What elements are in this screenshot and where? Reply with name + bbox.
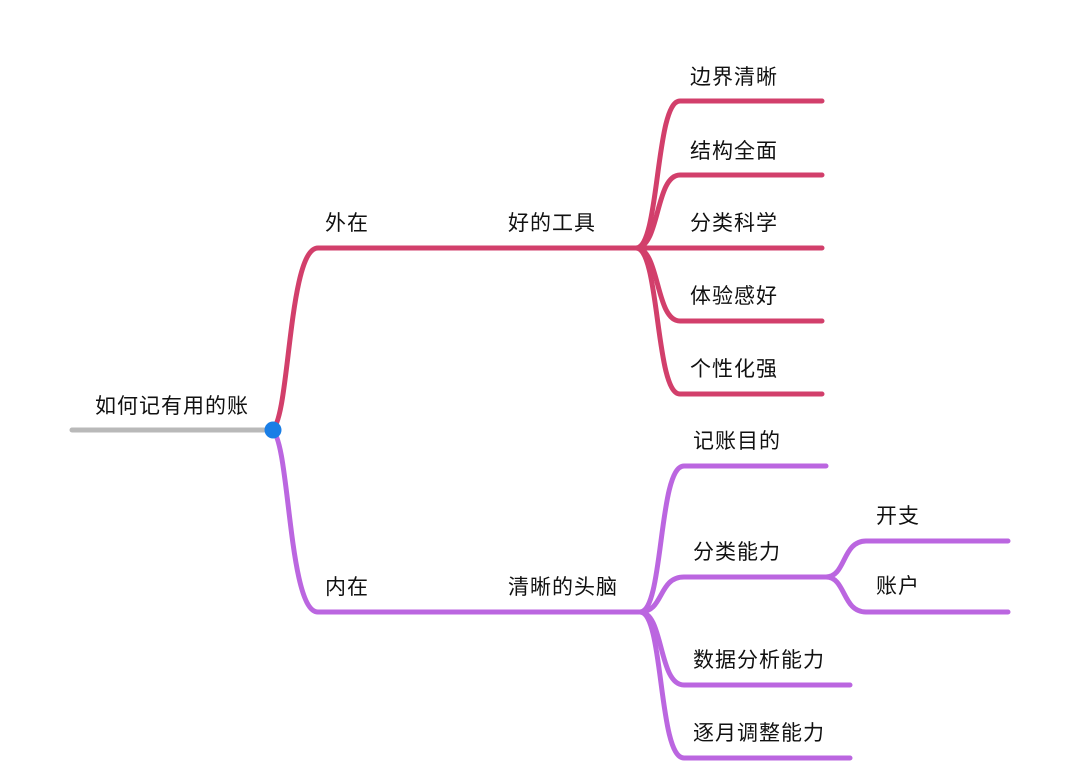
outer-connector [269,245,639,433]
outer-leaf-1[interactable]: 边界清晰 [690,65,778,89]
outer-leaf-connector-5 [633,245,825,397]
root-node-dot[interactable] [264,421,282,439]
outer-sub-label[interactable]: 好的工具 [508,211,596,235]
sub-leaf-1[interactable]: 开支 [876,504,920,528]
inner-leaf-connector-2 [637,574,829,615]
outer-leaf-3[interactable]: 分类科学 [690,211,778,235]
sub-leaf-connector-2 [823,574,1011,615]
inner-connector [269,427,643,615]
outer-leaf-4[interactable]: 体验感好 [690,284,778,308]
sub-leaf-2[interactable]: 账户 [876,574,920,598]
inner-leaf-3[interactable]: 数据分析能力 [693,648,825,672]
inner-leaf-connector-1 [637,463,829,615]
inner-leaf-4[interactable]: 逐月调整能力 [693,721,825,745]
inner-leaf-connector-4 [637,609,853,761]
inner-label[interactable]: 内在 [325,575,369,599]
sub-leaf-connector-1 [823,538,1011,580]
outer-label[interactable]: 外在 [325,211,369,235]
inner-leaf-1[interactable]: 记账目的 [693,429,781,453]
inner-leaf-2[interactable]: 分类能力 [693,540,781,564]
outer-leaf-5[interactable]: 个性化强 [690,357,778,381]
outer-leaf-connector-2 [633,172,825,251]
outer-leaf-2[interactable]: 结构全面 [690,139,778,163]
root-label[interactable]: 如何记有用的账 [95,394,249,418]
inner-sub-label[interactable]: 清晰的头脑 [508,575,618,599]
